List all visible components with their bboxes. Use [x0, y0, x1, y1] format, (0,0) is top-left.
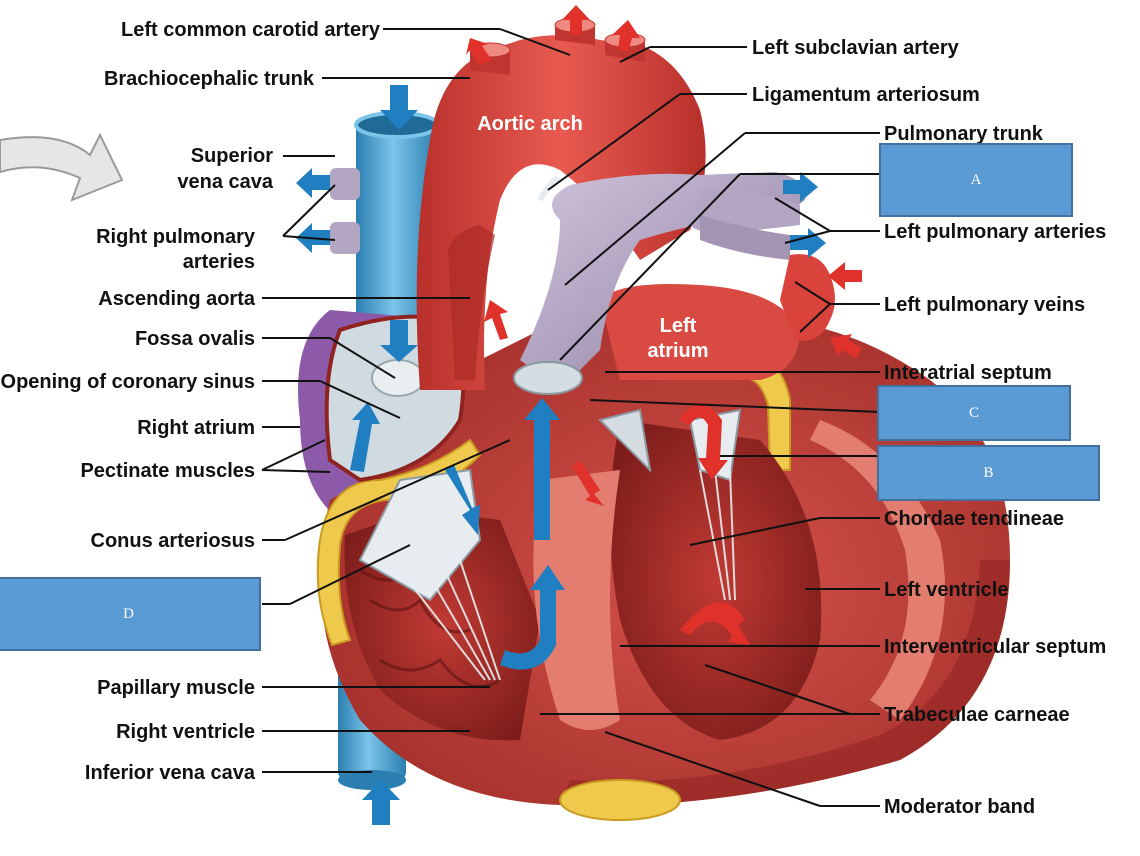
- answer-box-a[interactable]: A: [879, 143, 1073, 217]
- label-trabeculae-carneae: Trabeculae carneae: [884, 704, 1070, 726]
- left-atrium: [600, 284, 800, 380]
- pulmonary-trunk: [520, 172, 806, 390]
- answer-box-c[interactable]: C: [877, 385, 1071, 441]
- leader-lines: [261, 28, 881, 807]
- left-pulmonary-veins: [780, 254, 835, 341]
- answer-box-b[interactable]: B: [877, 445, 1100, 501]
- label-left-pulmonary-arteries: Left pulmonary arteries: [884, 221, 1106, 243]
- label-aortic-arch: Aortic arch: [477, 113, 583, 135]
- interventricular-septum: [533, 470, 620, 730]
- label-right-pulmonary-arteries-2: arteries: [183, 251, 255, 273]
- ligamentum-arteriosum: [537, 175, 560, 202]
- label-left-atrium-1: Left: [660, 315, 697, 337]
- label-left-subclavian-artery: Left subclavian artery: [752, 37, 960, 59]
- label-pulmonary-trunk: Pulmonary trunk: [884, 123, 1044, 145]
- label-left-ventricle: Left ventricle: [884, 579, 1008, 601]
- label-moderator-band: Moderator band: [884, 796, 1035, 818]
- label-interventricular-septum: Interventricular septum: [884, 636, 1106, 658]
- aorta: [416, 35, 706, 390]
- label-opening-of-coronary-sinus: Opening of coronary sinus: [1, 371, 255, 393]
- label-left-common-carotid-artery: Left common carotid artery: [121, 19, 381, 41]
- label-right-atrium: Right atrium: [137, 417, 255, 439]
- label-chordae-tendineae: Chordae tendineae: [884, 508, 1064, 530]
- label-inferior-vena-cava: Inferior vena cava: [85, 762, 256, 784]
- label-fossa-ovalis: Fossa ovalis: [135, 328, 255, 350]
- label-brachiocephalic-trunk: Brachiocephalic trunk: [104, 68, 315, 90]
- label-interatrial-septum: Interatrial septum: [884, 362, 1052, 384]
- label-conus-arteriosus: Conus arteriosus: [91, 530, 255, 552]
- label-papillary-muscle: Papillary muscle: [97, 677, 255, 699]
- label-right-ventricle: Right ventricle: [116, 721, 255, 743]
- right-pulmonary-arteries: [330, 168, 360, 254]
- label-ligamentum-arteriosum: Ligamentum arteriosum: [752, 84, 980, 106]
- blood-flow-arrows-red: [466, 5, 862, 645]
- label-superior-vena-cava-1: Superior: [191, 145, 273, 167]
- label-pectinate-muscles: Pectinate muscles: [80, 460, 255, 482]
- label-superior-vena-cava-2: vena cava: [177, 171, 274, 193]
- label-left-atrium-2: atrium: [647, 340, 708, 362]
- left-ventricle-cavity: [610, 420, 822, 740]
- pointer-arrow-icon: [0, 132, 124, 202]
- label-ascending-aorta: Ascending aorta: [98, 288, 256, 310]
- answer-box-d[interactable]: D: [0, 577, 261, 651]
- label-right-pulmonary-arteries-1: Right pulmonary: [96, 226, 256, 248]
- label-left-pulmonary-veins: Left pulmonary veins: [884, 294, 1085, 316]
